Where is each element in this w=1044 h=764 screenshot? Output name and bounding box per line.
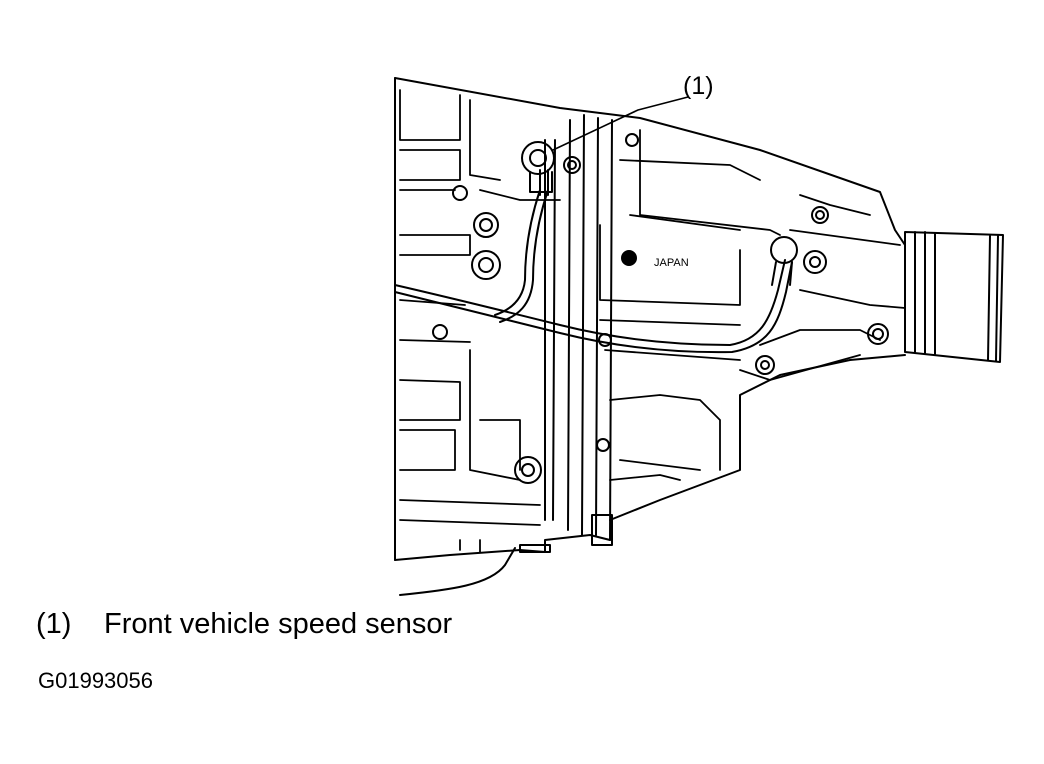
callout-leader	[552, 96, 689, 151]
output-collar	[904, 231, 1004, 363]
housing-outline	[394, 77, 906, 596]
speed-sensor	[521, 141, 555, 193]
figure-id: G01993056	[38, 668, 153, 693]
housing-ribs	[399, 89, 561, 553]
callout-label: (1)	[683, 72, 714, 100]
legend-number: (1)	[36, 608, 72, 640]
stamp-text: JAPAN	[654, 257, 689, 269]
wiring-harness	[394, 169, 793, 354]
case-panels	[599, 129, 906, 481]
central-flange	[544, 114, 613, 541]
bolts	[432, 133, 889, 553]
stamp-mark-icon	[621, 250, 637, 266]
connector-right	[770, 236, 798, 286]
legend-description: Front vehicle speed sensor	[104, 608, 453, 640]
